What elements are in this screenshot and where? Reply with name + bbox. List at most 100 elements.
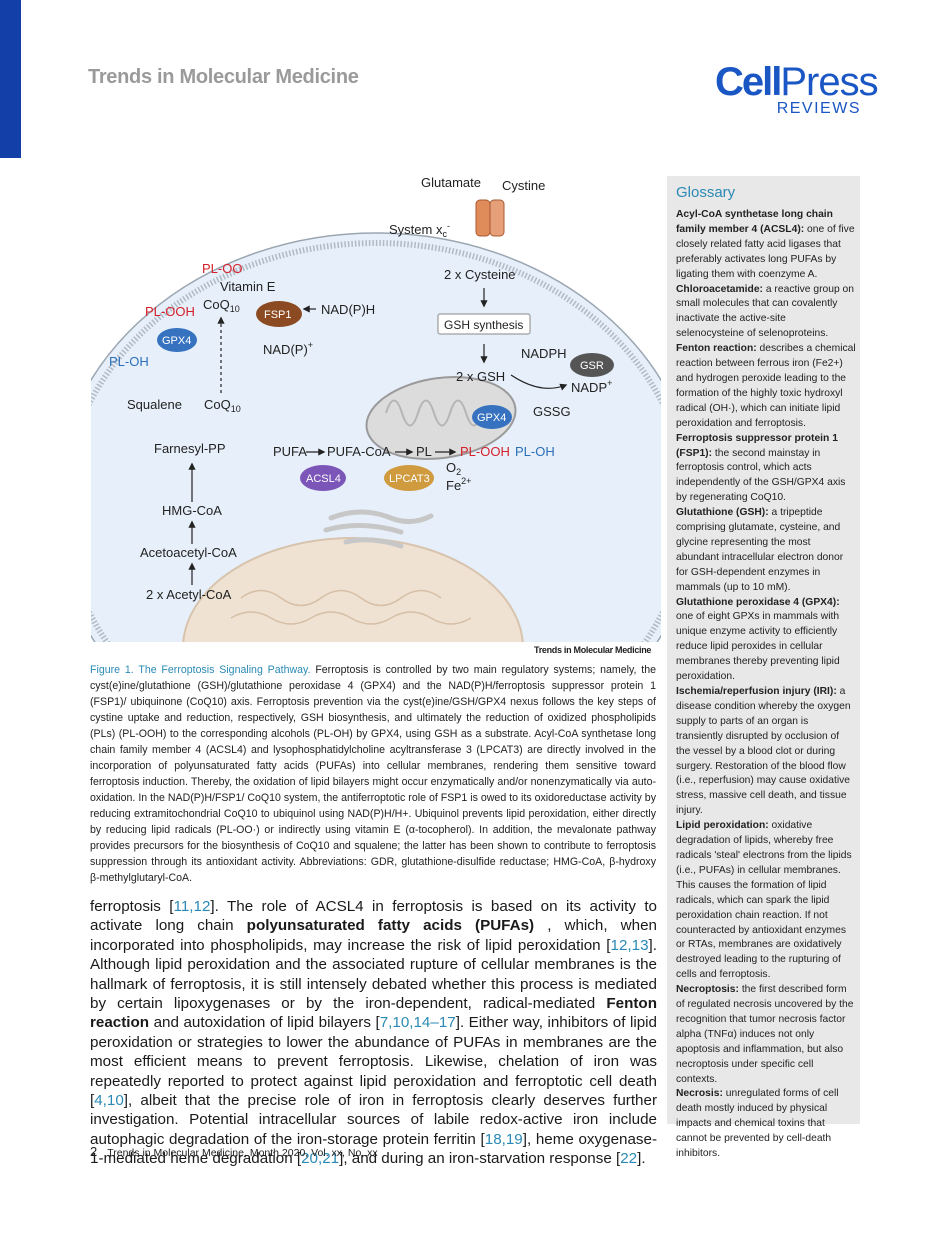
- glossary-definition: the first described form of regulated ne…: [676, 984, 854, 1085]
- glossary-heading: Glossary: [676, 184, 736, 201]
- glossary-definition: a disease condition whereby the oxygen s…: [676, 686, 851, 817]
- label-lpcat3: LPCAT3: [389, 473, 430, 485]
- label-2x-gsh: 2 x GSH: [456, 369, 505, 384]
- label-vitamin-e: Vitamin E: [220, 279, 276, 294]
- ref-link[interactable]: 7,10,14–17: [379, 1014, 456, 1032]
- glossary-definition: one of five closely related fatty acid l…: [676, 223, 855, 280]
- glossary-term: Necroptosis:: [676, 984, 739, 996]
- ref-link[interactable]: 12,13: [610, 936, 649, 954]
- gsr-enzyme: [570, 353, 614, 377]
- er-membranes: [323, 509, 434, 549]
- label-pl-oh-left: PL-OH: [109, 354, 149, 369]
- figure-caption: Figure 1. The Ferroptosis Signaling Path…: [90, 662, 656, 886]
- footer-citation: Trends in Molecular Medicine, Month 2020…: [107, 1147, 378, 1159]
- system-xc-transporter: [475, 199, 491, 237]
- label-nadph-h: NAD(P)H: [321, 302, 375, 317]
- label-gsr: GSR: [580, 360, 604, 372]
- glossary-item: Ferroptosis suppressor protein 1 (FSP1):…: [676, 432, 856, 507]
- label-gpx4-left: GPX4: [162, 335, 191, 347]
- label-glutamate: Glutamate: [421, 175, 481, 190]
- label-gssg: GSSG: [533, 404, 571, 419]
- glossary-item: Acyl-CoA synthetase long chain family me…: [676, 208, 856, 283]
- journal-title: Trends in Molecular Medicine: [88, 66, 359, 88]
- label-pl-ooh-right: PL-OOH: [460, 444, 510, 459]
- glossary-definition: one of eight GPXs in mammals with unique…: [676, 611, 840, 683]
- caption-text: Ferroptosis is controlled by two main re…: [90, 664, 656, 884]
- label-acsl4: ACSL4: [306, 473, 341, 485]
- fsp1-enzyme: [256, 301, 302, 327]
- label-gpx4-right: GPX4: [477, 412, 506, 424]
- ref-link[interactable]: 20,21: [301, 1150, 340, 1168]
- glossary-term-pufas: polyunsaturated fatty acids (PUFAs): [246, 917, 535, 935]
- glossary-term-fenton: Fenton reaction: [90, 995, 657, 1032]
- mitochondrion: [365, 376, 517, 460]
- glossary-item: Glutathione peroxidase 4 (GPX4): one of …: [676, 596, 856, 685]
- label-nadp-plus: NAD(P)+: [263, 340, 313, 357]
- label-fsp1: FSP1: [264, 309, 292, 321]
- label-hmg-coa: HMG-CoA: [162, 503, 222, 518]
- page-number: 2: [90, 1144, 98, 1159]
- ref-link[interactable]: 22: [620, 1150, 638, 1168]
- glossary-term: Necrosis:: [676, 1088, 723, 1100]
- glossary-list: Acyl-CoA synthetase long chain family me…: [676, 208, 856, 1162]
- label-pl-oh-right: PL-OH: [515, 444, 555, 459]
- glossary-item: Chloroacetamide: a reactive group on sma…: [676, 283, 856, 343]
- label-o2: O2: [446, 460, 461, 477]
- label-pufa: PUFA: [273, 444, 307, 459]
- ref-link[interactable]: 4,10: [94, 1092, 124, 1110]
- label-gsh-synthesis: GSH synthesis: [444, 318, 523, 332]
- gpx4-enzyme-left: [157, 328, 197, 352]
- body-text: ferroptosis [11,12]. The role of ACSL4 i…: [90, 898, 658, 1168]
- glossary-item: Lipid peroxidation: oxidative degradatio…: [676, 819, 856, 983]
- glossary-definition: unregulated forms of cell death mostly i…: [676, 1088, 839, 1160]
- label-squalene: Squalene: [127, 397, 182, 412]
- label-nadph: NADPH: [521, 346, 567, 361]
- acsl4-enzyme: [300, 465, 346, 491]
- glossary-item: Ischemia/reperfusion injury (IRI): a dis…: [676, 685, 856, 819]
- glossary-term: Glutathione (GSH):: [676, 507, 769, 519]
- glossary-term: Fenton reaction:: [676, 343, 757, 355]
- caption-title: Figure 1. The Ferroptosis Signaling Path…: [90, 664, 311, 676]
- sidebar-accent-bar: [0, 0, 21, 158]
- ferroptosis-pathway-diagram: Glutamate Cystine System xc- 2 x Cystein…: [91, 168, 661, 642]
- glossary-term: Glutathione peroxidase 4 (GPX4):: [676, 596, 840, 608]
- label-cysteine: 2 x Cysteine: [444, 267, 516, 282]
- page-footer: 2 Trends in Molecular Medicine, Month 202…: [90, 1144, 378, 1159]
- label-cystine: Cystine: [502, 178, 545, 193]
- glossary-term: Acyl-CoA synthetase long chain family me…: [676, 209, 833, 235]
- label-acetyl-coa: 2 x Acetyl-CoA: [146, 587, 232, 602]
- label-farnesyl-pp: Farnesyl-PP: [154, 441, 226, 456]
- label-pl: PL: [416, 444, 432, 459]
- label-acetoacetyl-coa: Acetoacetyl-CoA: [140, 545, 237, 560]
- label-pl-oo: PL-OO: [202, 261, 242, 276]
- glossary-term: Lipid peroxidation:: [676, 820, 769, 832]
- lpcat3-enzyme: [384, 465, 434, 491]
- label-fe: Fe2+: [446, 476, 471, 493]
- glossary-box: Glossary Acyl-CoA synthetase long chain …: [667, 176, 860, 1159]
- glossary-item: Necroptosis: the first described form of…: [676, 983, 856, 1087]
- chromatin: [230, 589, 472, 625]
- glossary-term: Ischemia/reperfusion injury (IRI):: [676, 686, 837, 697]
- ref-link[interactable]: 18,19: [484, 1130, 523, 1148]
- glossary-term: Ferroptosis suppressor protein 1 (FSP1):: [676, 432, 838, 459]
- logo-press: Press: [780, 60, 878, 104]
- glossary-definition: a reactive group on small molecules that…: [676, 283, 854, 340]
- glossary-item: Glutathione (GSH): a tripeptide comprisi…: [676, 506, 856, 595]
- gpx4-enzyme-right: [472, 405, 512, 429]
- glossary-definition: the second mainstay in ferroptosis contr…: [676, 447, 846, 504]
- cellpress-logo: CellPress REVIEWS: [715, 60, 879, 122]
- logo-reviews: REVIEWS: [776, 100, 861, 117]
- glossary-definition: a tripeptide comprising glutamate, cyste…: [676, 507, 844, 593]
- glossary-item: Necrosis: unregulated forms of cell deat…: [676, 1087, 856, 1162]
- figure-credit: Trends in Molecular Medicine: [534, 645, 652, 655]
- logo-cell: Cell: [715, 60, 782, 104]
- gsh-synthesis-box: [437, 313, 531, 335]
- glossary-definition: oxidative degradation of lipids, whereby…: [676, 820, 852, 981]
- label-coq10-top: CoQ10: [203, 297, 240, 314]
- ref-link[interactable]: 11,12: [173, 898, 211, 915]
- label-coq10-mid: CoQ10: [204, 397, 241, 414]
- label-nadp: NADP+: [571, 378, 612, 395]
- glossary-definition: describes a chemical reaction between fe…: [676, 343, 856, 429]
- label-pl-ooh-left: PL-OOH: [145, 304, 195, 319]
- glossary-term: Chloroacetamide:: [676, 283, 763, 295]
